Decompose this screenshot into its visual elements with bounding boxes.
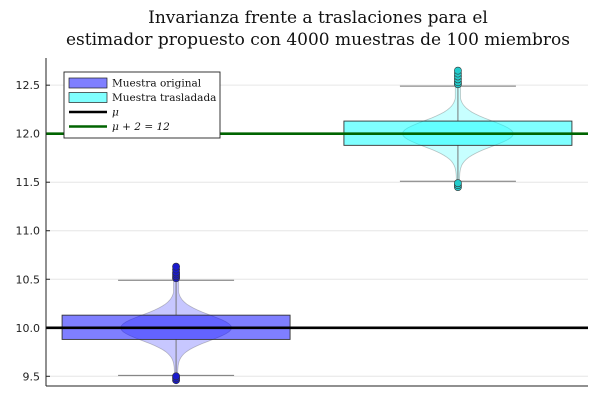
legend-swatch <box>68 77 108 89</box>
chart-title-line-2: estimador propuesto con 4000 muestras de… <box>66 30 570 50</box>
y-tick-label: 11.5 <box>16 176 41 189</box>
axes <box>45 58 588 387</box>
outlier-point <box>172 372 180 381</box>
chart-title-line-1: Invarianza frente a traslaciones para el <box>148 8 488 28</box>
legend-swatch <box>68 92 108 103</box>
outlier-point <box>454 66 462 75</box>
y-tick-label: 11.0 <box>16 225 41 238</box>
legend-label: μ <box>112 107 119 119</box>
legend-label: μ + 2 = 12 <box>112 121 170 133</box>
outlier-point <box>454 179 462 188</box>
y-tick-label: 10.0 <box>16 322 41 335</box>
y-tick-label: 9.5 <box>23 370 41 383</box>
legend-label: Muestra original <box>112 78 202 90</box>
y-tick-label: 10.5 <box>16 273 41 286</box>
outlier-point <box>172 262 180 271</box>
y-tick-label: 12.0 <box>16 128 41 141</box>
legend-label: Muestra trasladada <box>112 92 216 104</box>
y-tick-label: 12.5 <box>16 79 41 92</box>
